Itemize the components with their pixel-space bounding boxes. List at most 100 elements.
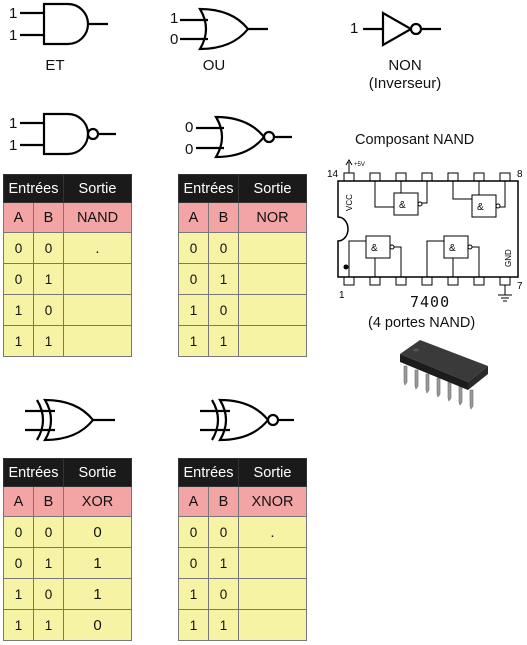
table-subheader-row: A B NOR (178, 202, 307, 233)
cell-b: 0 (33, 516, 64, 548)
table-header-row: Entrées Sortie (178, 458, 307, 487)
cell-b: 0 (208, 232, 239, 264)
chip-subtitle: (4 portes NAND) (368, 315, 476, 331)
cell-a: 1 (178, 609, 209, 641)
bottom-pins (343, 276, 511, 286)
inputs-header: Entrées (3, 458, 64, 487)
chip-part-number: 7400 (410, 293, 451, 311)
cell-b: 1 (208, 547, 239, 579)
output-header: Sortie (63, 458, 132, 487)
cell-b: 0 (208, 294, 239, 326)
column-a: A (178, 202, 209, 233)
et-input-a: 1 (9, 5, 18, 22)
not-gate-symbol (363, 11, 441, 47)
cell-a: 1 (178, 325, 209, 357)
inputs-header: Entrées (178, 458, 239, 487)
column-b: B (33, 486, 64, 517)
output-name: XOR (63, 486, 132, 517)
cell-b: 1 (33, 325, 64, 357)
ou-label: OU (202, 57, 226, 74)
svg-text:&: & (371, 243, 378, 254)
table-header-row: Entrées Sortie (178, 174, 307, 203)
cell-a: 1 (3, 578, 34, 610)
pin-7-label: 7 (517, 281, 523, 292)
output-name: NOR (238, 202, 307, 233)
cell-output: . (238, 516, 307, 548)
inputs-header: Entrées (178, 174, 239, 203)
cell-b: 0 (208, 578, 239, 610)
output-header: Sortie (238, 458, 307, 487)
cell-output (63, 325, 132, 357)
gnd-label: GND (504, 249, 513, 267)
nor-gate-symbol (196, 115, 292, 159)
cell-a: 0 (178, 263, 209, 295)
pin-14-label: 14 (327, 169, 339, 180)
cell-a: 1 (3, 609, 34, 641)
cell-output: 0 (63, 516, 132, 548)
table-header-row: Entrées Sortie (3, 458, 132, 487)
dip-chip-photo (400, 340, 488, 410)
pin1-marker (343, 264, 349, 270)
cell-a: 0 (3, 516, 34, 548)
inputs-header: Entrées (3, 174, 64, 203)
xnor-gate-symbol (200, 398, 294, 442)
cell-b: 0 (33, 232, 64, 264)
ic-7400-diagram: 14 8 1 7 +5V VCC GND & & & (327, 159, 523, 302)
cell-a: 0 (3, 547, 34, 579)
cell-output (238, 547, 307, 579)
cell-b: 1 (33, 263, 64, 295)
or-gate-symbol (180, 7, 268, 51)
cell-output (63, 294, 132, 326)
table-subheader-row: A B NAND (3, 202, 132, 233)
cell-output (238, 325, 307, 357)
non-input: 1 (350, 20, 359, 37)
pin-1-label: 1 (339, 290, 345, 301)
cell-b: 1 (33, 609, 64, 641)
nand-input-b: 1 (9, 137, 18, 154)
cell-a: 0 (178, 547, 209, 579)
et-label: ET (45, 57, 65, 74)
cell-b: 1 (208, 609, 239, 641)
cell-output (238, 294, 307, 326)
nor-input-a: 0 (185, 119, 194, 136)
column-b: B (33, 202, 64, 233)
output-name: XNOR (238, 486, 307, 517)
svg-text:&: & (449, 243, 456, 254)
cell-a: 0 (3, 232, 34, 264)
column-a: A (3, 202, 34, 233)
ou-input-b: 0 (170, 31, 179, 48)
cell-b: 0 (208, 516, 239, 548)
svg-text:&: & (477, 202, 484, 213)
output-header: Sortie (238, 174, 307, 203)
column-b: B (208, 202, 239, 233)
cell-b: 0 (33, 294, 64, 326)
cell-a: 1 (178, 578, 209, 610)
cell-a: 1 (3, 325, 34, 357)
vcc-label: VCC (345, 194, 354, 211)
nor-input-b: 0 (185, 141, 194, 158)
cell-output (238, 263, 307, 295)
non-sublabel: (Inverseur) (368, 75, 442, 92)
table-header-row: Entrées Sortie (3, 174, 132, 203)
cell-b: 0 (33, 578, 64, 610)
cell-a: 0 (3, 263, 34, 295)
cell-output (238, 609, 307, 641)
nand-input-a: 1 (9, 115, 18, 132)
table-subheader-row: A B XNOR (178, 486, 307, 517)
ground-icon (498, 285, 512, 302)
